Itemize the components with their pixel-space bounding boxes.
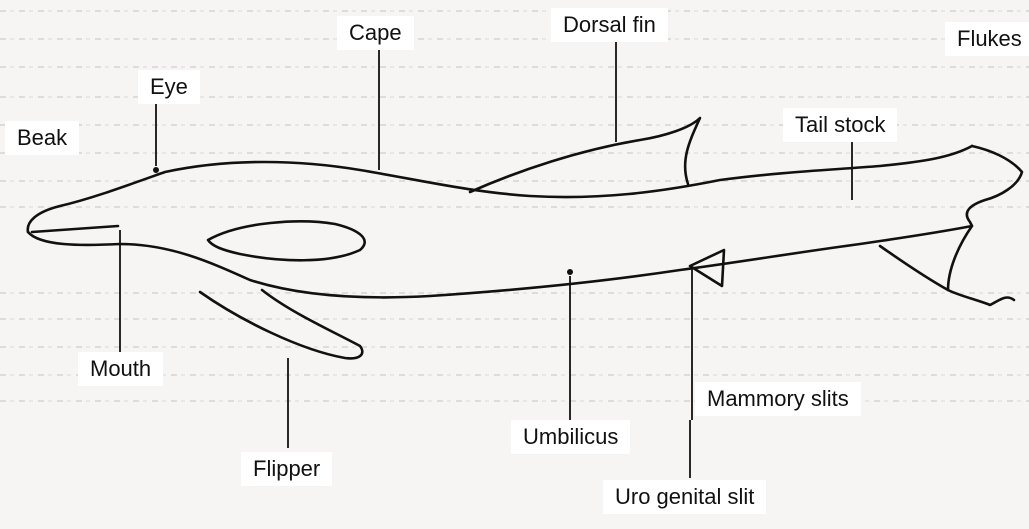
label-eye: Eye — [138, 70, 200, 104]
flipper-upper-outline — [208, 221, 365, 260]
umbilicus-dot — [567, 269, 573, 275]
label-uro-genital-slit: Uro genital slit — [603, 480, 766, 514]
label-mammory-slits: Mammory slits — [695, 382, 861, 416]
label-dorsal-fin: Dorsal fin — [551, 8, 668, 42]
flukes-outline — [948, 146, 1022, 305]
label-beak: Beak — [5, 121, 79, 155]
eye-dot — [153, 167, 159, 173]
label-mouth: Mouth — [78, 352, 163, 386]
label-tail-stock: Tail stock — [783, 108, 897, 142]
label-flukes: Flukes — [945, 22, 1029, 56]
label-flipper: Flipper — [241, 452, 332, 486]
dolphin-belly-outline — [28, 226, 972, 297]
mouth-line — [32, 226, 118, 232]
flukes-lower-outline — [880, 246, 948, 290]
dolphin-back-outline — [28, 146, 972, 232]
flipper-lower-outline — [200, 290, 362, 358]
genital-slit-marking — [690, 250, 724, 286]
label-umbilicus: Umbilicus — [511, 420, 630, 454]
label-cape: Cape — [337, 16, 414, 50]
dorsal-fin-outline — [470, 118, 700, 192]
